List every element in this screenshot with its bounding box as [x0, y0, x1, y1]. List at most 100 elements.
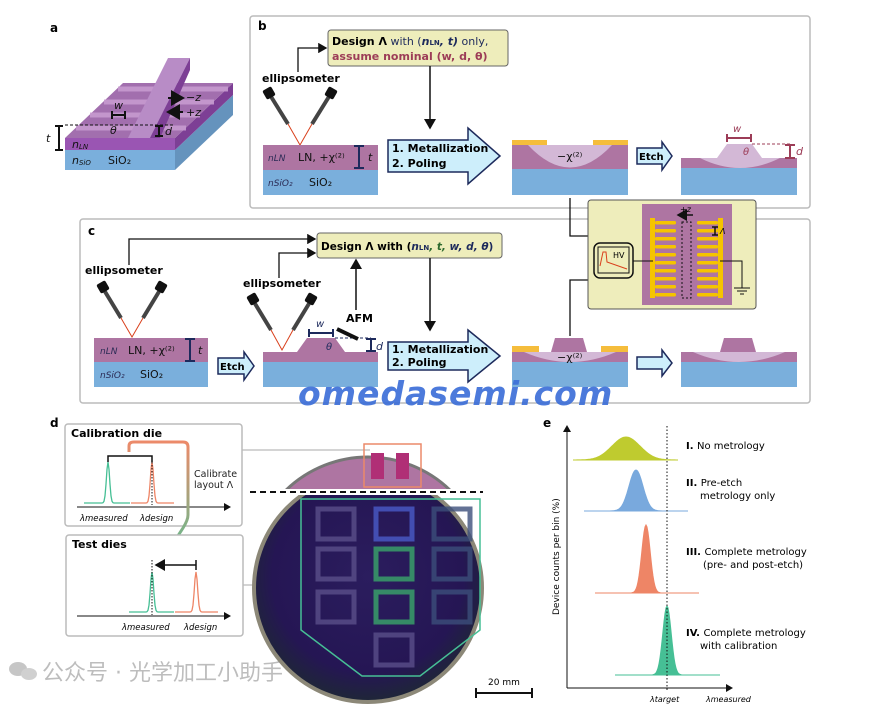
test-die — [431, 546, 473, 582]
design-text-b-line2: assume nominal (w, d, θ) — [332, 50, 488, 63]
test-dies-outline — [300, 498, 481, 677]
test-lambda-measured: λmeasured — [121, 623, 170, 633]
w-label-c: w — [316, 319, 325, 330]
sio2-label-b: SiO₂ — [309, 176, 332, 189]
ridge-top — [128, 58, 190, 138]
step-metallization-b: 1. Metallization — [392, 142, 488, 155]
arrow-ellipsometer1-to-design — [128, 233, 317, 265]
arrow-ellipsometer2-to-design — [278, 247, 317, 278]
w-label: w — [114, 99, 123, 112]
test-die — [373, 589, 415, 625]
t-marker-b — [354, 145, 364, 169]
distribution-2 — [584, 469, 688, 512]
site-watermark: omedasemi.com — [298, 374, 613, 413]
hv-pulse-icon — [599, 251, 628, 270]
distribution-label-4-line2: with calibration — [700, 641, 777, 652]
poled-ridge-c — [512, 338, 628, 387]
ellipsometer-label-c1: ellipsometer — [85, 264, 163, 277]
panel-label-b: b — [258, 19, 267, 33]
test-die — [373, 632, 415, 668]
test-design-peak — [175, 571, 218, 613]
etch-label-c: Etch — [220, 362, 245, 373]
e-y-label: Device counts per bin (%) — [552, 498, 562, 615]
t-label-b: t — [368, 151, 373, 164]
distribution-label-3-line2: (pre- and post-etch) — [703, 560, 803, 571]
n-ln-label-b: nLN — [268, 154, 286, 164]
ln-chi-label-b: LN, +χ⁽²⁾ — [298, 151, 345, 164]
test-lambda-design: λdesign — [183, 623, 217, 633]
sio2-label-c: SiO₂ — [140, 368, 163, 381]
arrow-ellipsometer-to-design — [297, 42, 328, 72]
sio2-layer-b — [263, 170, 378, 195]
t-marker-c — [185, 338, 195, 362]
test-die — [315, 506, 357, 542]
plus-z-label-inset: +z — [680, 205, 692, 214]
process-arrow-c — [387, 328, 502, 384]
n-sio2-label-c: nSiO₂ — [100, 371, 125, 381]
calibration-device-1 — [371, 453, 384, 479]
t-label: t — [46, 132, 51, 145]
panel-label-c: c — [88, 224, 95, 238]
n-ln-label-c: nLN — [100, 347, 118, 357]
distribution-label-3: III. Complete metrology — [686, 547, 807, 558]
panel-e: e Device counts per bin (%) λtarget λmea… — [543, 416, 807, 704]
calibrate-text-1: Calibrate — [194, 469, 237, 480]
panel-c: c Design Λ with (nLN, t, w, d, θ) ellips… — [79, 218, 811, 404]
test-die — [431, 506, 473, 542]
etch-arrow-c — [217, 349, 255, 383]
ellipsometer-probes-c2 — [246, 292, 318, 352]
distribution-label-2: II. Pre-etch — [686, 478, 742, 489]
theta-label: θ — [110, 124, 117, 137]
sio2-label: SiO₂ — [108, 154, 131, 167]
x-label-measured: λmeasured — [705, 695, 752, 704]
test-die-grid — [315, 506, 473, 668]
sio2-layer — [65, 150, 175, 170]
etch-arrow-b — [636, 139, 673, 173]
t-label-c: t — [198, 344, 203, 357]
ellipsometer-probes-c1 — [96, 280, 168, 338]
poled-film-b — [512, 140, 628, 195]
ellipsometer-probes-b — [262, 86, 338, 147]
test-die — [373, 506, 415, 542]
n-sio2-label: nSiO — [72, 154, 91, 167]
design-box-c — [316, 232, 503, 259]
w-marker — [111, 111, 126, 119]
cal-lambda-design: λdesign — [139, 514, 173, 524]
step-poling-c: 2. Poling — [392, 356, 447, 369]
t-marker — [55, 125, 63, 151]
distribution-label-2-line2: metrology only — [700, 491, 775, 502]
ln-side — [175, 83, 233, 150]
distribution-label-4: IV. Complete metrology — [686, 628, 806, 639]
scale-bar-ends — [475, 688, 533, 698]
process-arrow-b — [387, 126, 502, 186]
ellipsometer-label-c2: ellipsometer — [243, 277, 321, 290]
calibration-die-outline — [363, 443, 422, 488]
cal-measured-peak — [84, 461, 130, 504]
design-box-b — [327, 29, 509, 67]
wiring-ground-icon — [633, 260, 750, 295]
theta-label-c: θ — [326, 342, 332, 353]
theta-label-b: θ — [743, 147, 749, 158]
wechat-watermark: 公众号 · 光学加工小助手 — [9, 661, 283, 686]
test-wafer — [252, 495, 484, 704]
poling-inset: HV +z Λ — [569, 198, 757, 336]
final-ridge-c — [681, 338, 797, 387]
design-text-b-line1: Design Λ with (nLN, t) only, — [332, 35, 488, 48]
ellipsometer-label-b: ellipsometer — [262, 72, 340, 85]
panel-label-d: d — [50, 416, 59, 430]
x-label-target: λtarget — [649, 695, 680, 704]
panel-b-frame — [249, 15, 811, 209]
test-dies-title: Test dies — [72, 538, 127, 551]
sio2-side — [175, 95, 233, 170]
d-marker — [155, 125, 163, 137]
chi-neg-label-b: −χ⁽²⁾ — [557, 150, 583, 163]
period-marker — [712, 226, 718, 236]
poling-electrodes — [650, 218, 723, 298]
test-die — [315, 546, 357, 582]
calibrate-text-2: layout Λ — [194, 480, 234, 491]
distribution-3 — [595, 523, 699, 594]
test-die — [431, 589, 473, 625]
